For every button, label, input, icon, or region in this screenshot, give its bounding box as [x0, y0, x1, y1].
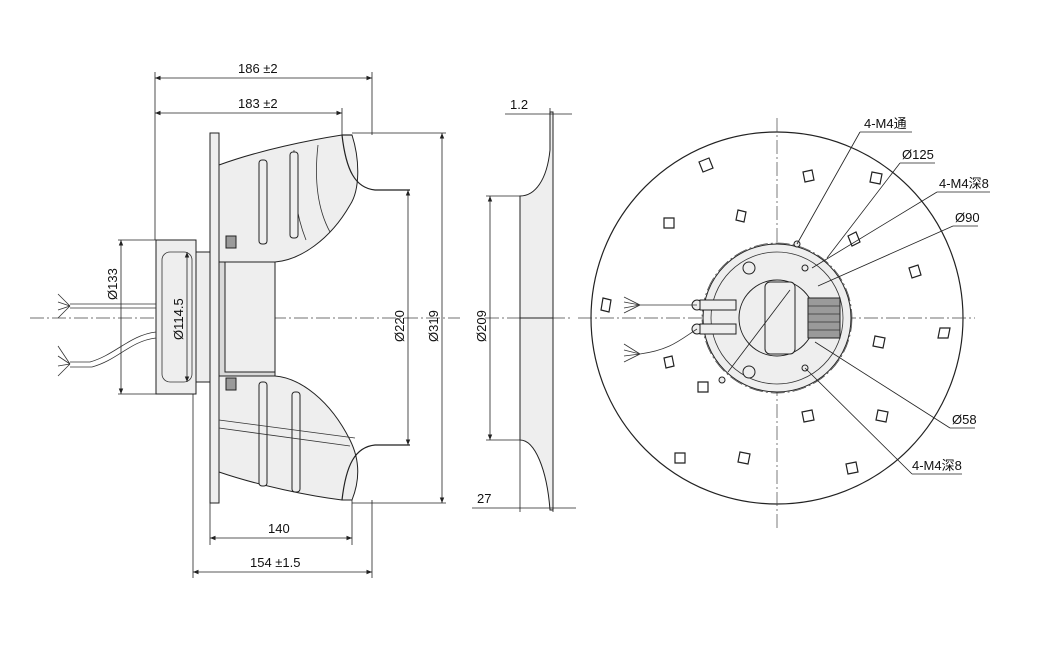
rotor-cap: [224, 261, 276, 373]
cutout-6: [663, 217, 675, 229]
inlet-ring-profile-bottom: [519, 317, 554, 511]
connector-block: [807, 297, 841, 339]
leader-m4-depth-top: [811, 191, 938, 269]
label-1-2: 1.2: [510, 97, 528, 112]
blade-line-3: [316, 144, 331, 233]
cutout-16: [845, 461, 859, 475]
front-wires-upper: [623, 296, 641, 314]
wire-l1: [57, 345, 71, 377]
front-cable-lower: [639, 328, 698, 355]
side-view: 186 ±2 183 ±2 140 154 ±1.5 Ø133 Ø114.5 Ø…: [30, 61, 460, 578]
leader-m4-through: [796, 131, 861, 245]
cutout-11: [663, 355, 675, 369]
cutout-17: [674, 452, 686, 464]
callout-125: Ø125: [902, 147, 934, 162]
label-133: Ø133: [105, 268, 120, 300]
blade-line-4: [218, 419, 356, 439]
front-wires-lower: [623, 343, 641, 363]
label-183: 183 ±2: [238, 96, 278, 111]
mount-hole-3: [801, 264, 809, 272]
leader-90: [817, 225, 954, 287]
blade-slot-2: [289, 151, 299, 239]
cutout-10: [872, 335, 886, 349]
leader-m4-depth-bottom: [804, 367, 913, 475]
mount-hole-6: [718, 376, 726, 384]
cutout-4: [735, 209, 747, 223]
gland-body-1: [699, 299, 737, 311]
callout-m4-depth-bottom: 4-M4深8: [912, 458, 962, 473]
label-114: Ø114.5: [171, 298, 186, 340]
impeller-upper: [218, 134, 359, 263]
shroud-bottom: [341, 444, 410, 501]
cutout-13: [875, 409, 889, 423]
leader-125: [826, 162, 901, 259]
callout-90: Ø90: [955, 210, 980, 225]
label-140: 140: [268, 521, 290, 536]
mount-hole-1: [742, 261, 756, 275]
impeller-lower: [218, 375, 359, 501]
cutout-15: [737, 451, 751, 465]
leader-58: [814, 341, 951, 429]
motor-body: [195, 251, 211, 383]
terminal-box: [764, 281, 796, 355]
mounting-plate: [209, 132, 220, 504]
cutout-2: [802, 169, 815, 183]
blade-line-5: [218, 427, 351, 447]
label-27: 27: [477, 491, 491, 506]
blade-slot-1: [258, 159, 268, 245]
gland-body-2: [699, 323, 737, 335]
label-220: Ø220: [392, 310, 407, 342]
motor-hub-ring: [161, 251, 193, 383]
inlet-ring-view: 1.2 Ø209 27: [472, 97, 576, 512]
bracket-top: [225, 235, 237, 249]
wire-u1: [57, 293, 71, 319]
label-154: 154 ±1.5: [250, 555, 301, 570]
bracket-bottom: [225, 377, 237, 391]
shroud-top: [341, 134, 410, 191]
cutout-14: [801, 409, 815, 423]
mount-hole-2: [742, 365, 756, 379]
cutout-7: [908, 264, 922, 279]
blade-cutouts: [600, 157, 951, 475]
cutout-8: [600, 297, 612, 313]
leader-inner: [727, 289, 791, 373]
cutout-5: [847, 231, 861, 247]
callout-m4-through: 4-M4通: [864, 116, 907, 131]
cutout-3: [869, 171, 883, 185]
inlet-ring-profile-top: [519, 111, 554, 319]
blade-slot-4: [291, 391, 301, 493]
cutout-1: [698, 157, 714, 173]
label-186: 186 ±2: [238, 61, 278, 76]
label-209: Ø209: [474, 310, 489, 342]
callout-m4-depth-top: 4-M4深8: [939, 176, 989, 191]
front-view: 4-M4通 Ø125 4-M4深8 Ø90 Ø58 4-M4深8: [578, 116, 990, 530]
cable-lower-b: [70, 337, 157, 368]
callout-58: Ø58: [952, 412, 977, 427]
cutout-12: [697, 381, 709, 393]
label-319: Ø319: [426, 310, 441, 342]
hub-mid: [710, 251, 844, 385]
cutout-9: [937, 327, 951, 339]
